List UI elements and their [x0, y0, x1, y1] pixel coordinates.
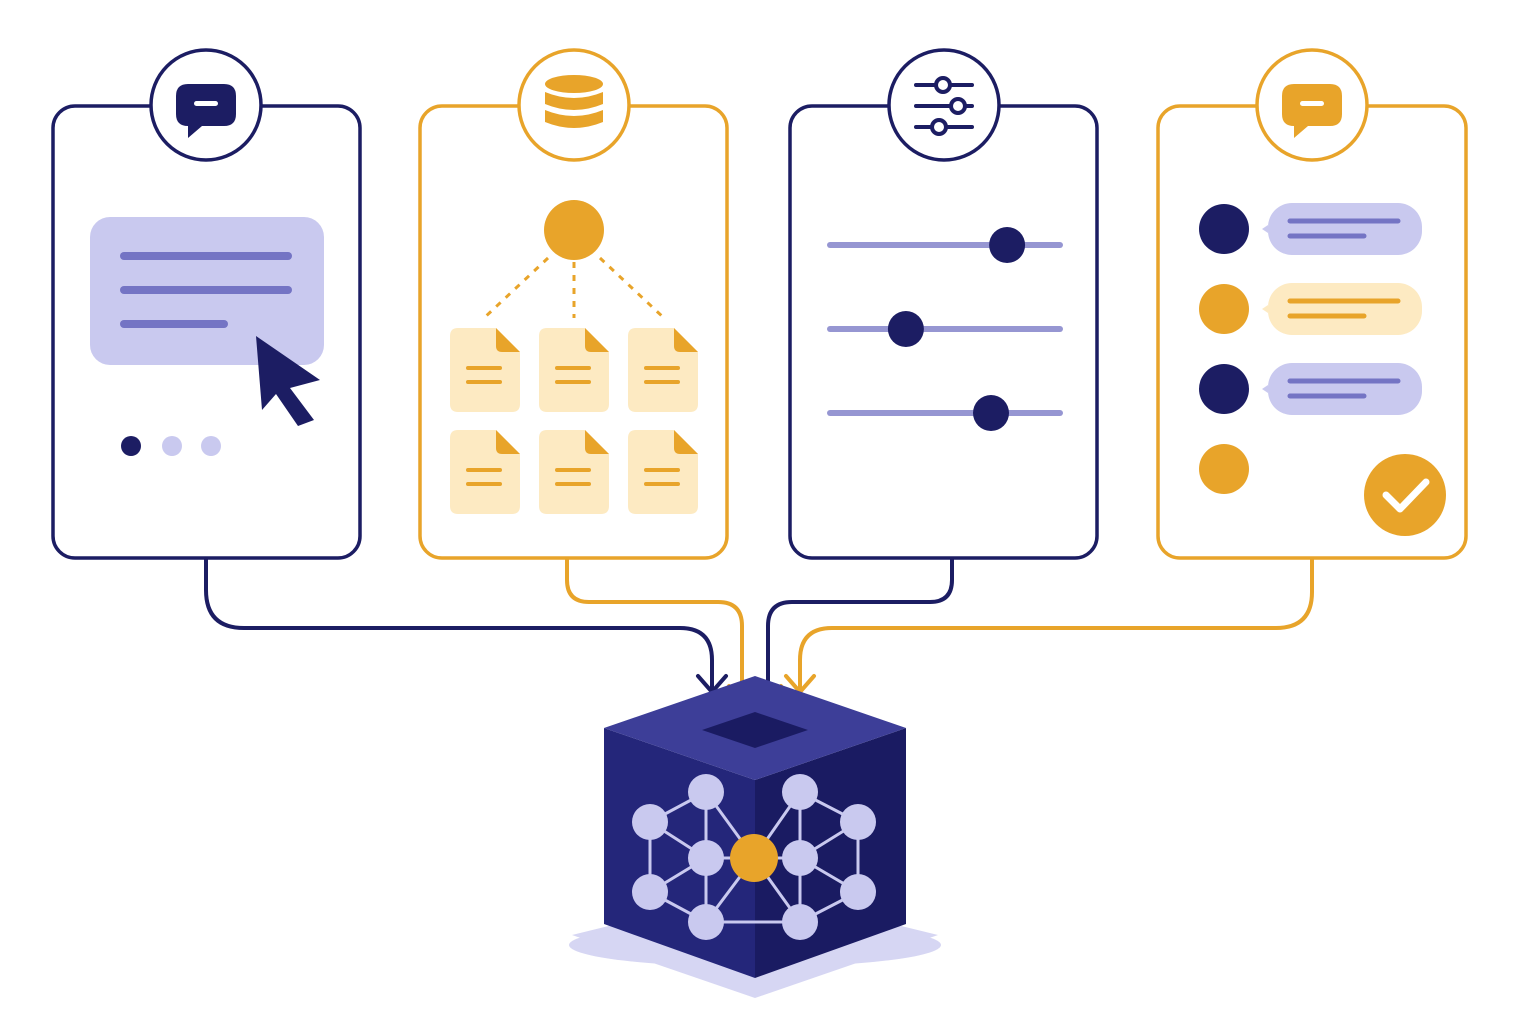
chat-thread [1199, 203, 1422, 494]
message-text-lines [120, 252, 292, 328]
root-node [544, 200, 604, 260]
network-node [840, 874, 876, 910]
chat-bubble [1268, 203, 1422, 255]
network-node [632, 804, 668, 840]
network-node [688, 904, 724, 940]
document-icon [628, 328, 698, 412]
document-grid [450, 328, 698, 514]
connector-panel-3 [766, 556, 954, 700]
pager-dots [121, 436, 221, 456]
chat-bubble-icon [1282, 84, 1342, 138]
speaker-avatar [1199, 444, 1249, 494]
pager-dot [201, 436, 221, 456]
document-icon [539, 430, 609, 514]
chat-bubble-icon [176, 84, 236, 138]
slider-thumb [887, 311, 924, 347]
sliders-icon [914, 76, 974, 136]
network-node [840, 804, 876, 840]
document-icon [539, 328, 609, 412]
network-center-node [730, 834, 778, 882]
connector-panel-2 [565, 556, 744, 700]
connector-panel-4 [798, 556, 1314, 692]
panel-chat-input [51, 48, 362, 560]
slider-controls [827, 227, 1063, 431]
slider [827, 227, 1063, 263]
document-icon [450, 430, 520, 514]
chat-turn [1199, 363, 1422, 415]
speaker-avatar [1199, 284, 1249, 334]
slider-thumb [989, 227, 1026, 263]
panel-tuning [788, 48, 1099, 560]
slider [827, 311, 1063, 347]
cursor-icon [256, 336, 320, 426]
chat-bubble [1268, 283, 1422, 335]
panel-retrieval [418, 48, 729, 560]
panel-conversation [1156, 48, 1468, 560]
check-circle-icon [1364, 454, 1446, 536]
speaker-avatar [1199, 364, 1249, 414]
neural-network [632, 774, 876, 940]
chat-bubble [1268, 363, 1422, 415]
tree-branches [482, 256, 666, 320]
connector-panel-1 [204, 556, 714, 692]
network-node [688, 840, 724, 876]
network-node [782, 840, 818, 876]
document-icon [450, 328, 520, 412]
pager-dot-active [121, 436, 141, 456]
cube-input-slot [702, 712, 808, 748]
network-node [688, 774, 724, 810]
document-icon [628, 430, 698, 514]
database-icon [545, 75, 603, 128]
network-node [782, 904, 818, 940]
neural-network-cube-icon [569, 676, 941, 998]
chat-turn [1199, 283, 1422, 335]
chat-turn [1199, 444, 1249, 494]
pager-dot [162, 436, 182, 456]
slider [827, 395, 1063, 431]
slider-thumb [973, 395, 1009, 431]
speaker-avatar [1199, 204, 1249, 254]
chat-turn [1199, 203, 1422, 255]
network-node [782, 774, 818, 810]
network-node [632, 874, 668, 910]
